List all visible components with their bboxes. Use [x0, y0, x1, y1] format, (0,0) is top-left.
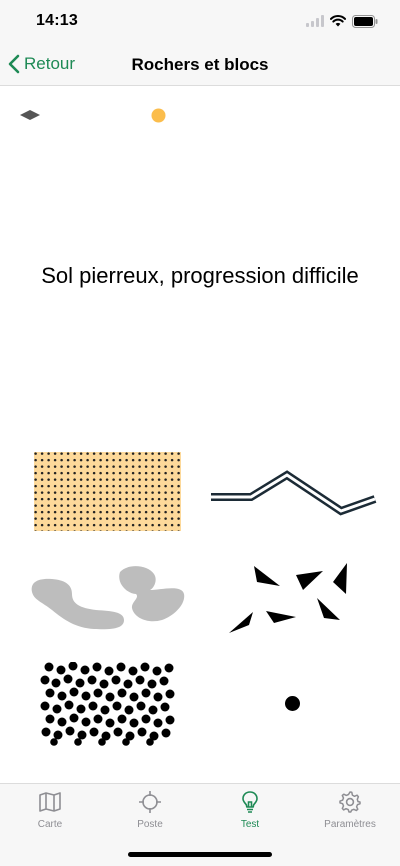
page-title: Rochers et blocs — [131, 55, 269, 74]
tab-poste[interactable]: Poste — [100, 790, 200, 830]
home-indicator[interactable] — [128, 852, 272, 857]
crosshair-icon — [139, 791, 161, 813]
lightbulb-icon — [242, 791, 258, 813]
map-icon — [39, 792, 61, 812]
chevron-left-icon — [8, 54, 20, 74]
symbol-option-black-dots-field[interactable] — [40, 662, 176, 746]
symbol-option-gray-boulders[interactable] — [28, 564, 188, 634]
symbol-option-stony-ground-dotted[interactable] — [34, 452, 181, 531]
tab-carte[interactable]: Carte — [0, 790, 100, 830]
status-bar: 14:13 — [0, 0, 400, 44]
symbol-option-black-triangles[interactable] — [226, 561, 350, 633]
progress-dot — [151, 108, 166, 123]
back-button[interactable]: Retour — [8, 52, 75, 76]
status-icons — [306, 14, 378, 28]
tab-parametres[interactable]: Paramètres — [300, 790, 400, 830]
back-button-label: Retour — [24, 54, 76, 73]
wifi-icon — [330, 15, 346, 27]
status-time: 14:13 — [36, 12, 78, 29]
symbol-option-double-line[interactable] — [209, 468, 377, 516]
battery-icon — [352, 14, 378, 28]
navigation-bar: Retour Rochers et blocs — [0, 44, 400, 86]
cellular-signal-icon — [306, 15, 324, 27]
tab-label: Carte — [37, 819, 63, 830]
tab-label: Paramètres — [324, 819, 376, 830]
gray-diamond-marker — [20, 110, 40, 120]
question-text: Sol pierreux, progression difficile — [41, 263, 359, 288]
gear-icon — [339, 791, 361, 813]
quiz-content: Sol pierreux, progression difficile — [0, 86, 400, 783]
symbol-option-single-dot[interactable] — [284, 695, 301, 712]
tab-label: Test — [240, 819, 260, 830]
tab-test[interactable]: Test — [200, 790, 300, 830]
tab-label: Poste — [137, 819, 163, 830]
